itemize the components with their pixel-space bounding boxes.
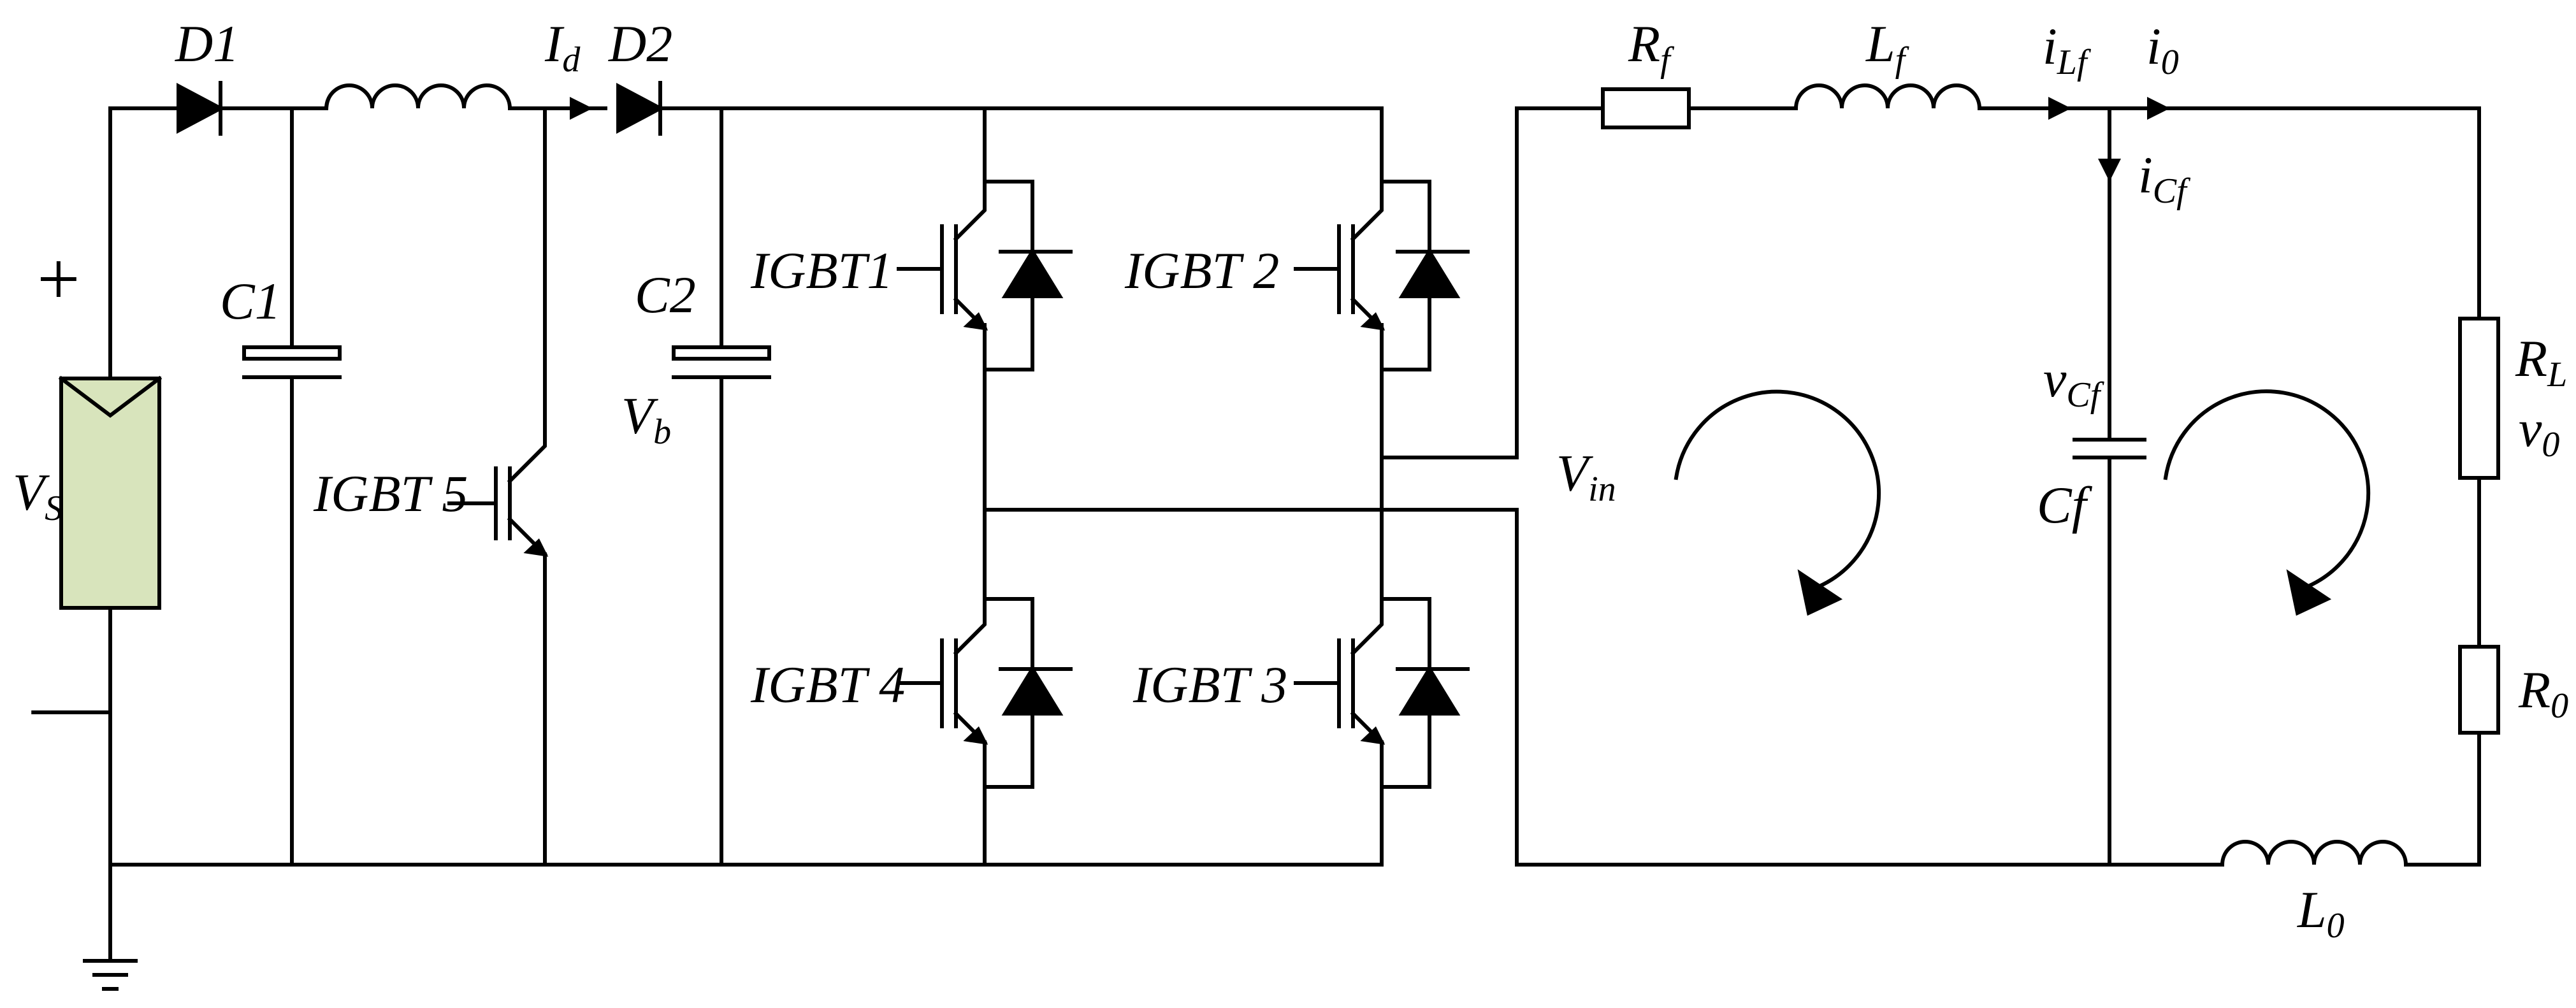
vin-label: Vin — [1556, 444, 1616, 509]
igbt4 — [897, 597, 1073, 789]
vcf-label: vCf — [2043, 350, 2105, 415]
c2-label: C2 — [635, 266, 696, 324]
lf-label: Lf — [1865, 15, 1910, 80]
igbt3 — [1294, 597, 1470, 789]
igbt1-label: IGBT1 — [750, 241, 893, 299]
v0-label: v0 — [2519, 400, 2559, 464]
capacitor-c2 — [672, 106, 771, 867]
plus-sign: + — [37, 236, 80, 321]
d1-label: D1 — [175, 15, 239, 73]
rf-label: Rf — [1628, 15, 1675, 80]
capacitor-cf — [2073, 438, 2146, 459]
igbt2-label: IGBT 2 — [1124, 241, 1279, 299]
boost-inductor — [324, 83, 607, 111]
d2-label: D2 — [608, 15, 672, 73]
ground-symbol — [83, 858, 138, 991]
diode-d2 — [616, 81, 665, 136]
resistor-rl — [2458, 317, 2500, 480]
r0-label: R0 — [2518, 661, 2568, 726]
inductor-l0 — [2220, 840, 2408, 867]
loop-arrow-right — [2163, 389, 2371, 616]
capacitor-c1 — [242, 106, 342, 867]
loop-arrow-left — [1674, 389, 1881, 616]
vb-label: Vb — [621, 387, 671, 452]
bridge-output-top — [1380, 106, 1519, 459]
resistor-r0 — [2458, 645, 2500, 735]
icf-label: iCf — [2138, 146, 2191, 211]
resistor-rf — [1601, 87, 1691, 129]
vs-label: VS — [13, 463, 62, 528]
i0-label: i0 — [2146, 17, 2179, 82]
igbt1 — [897, 180, 1073, 371]
bridge-output-bottom — [983, 508, 1519, 867]
rl-label: RL — [2515, 329, 2567, 394]
id-label: Id — [544, 15, 581, 80]
igbt5 — [447, 106, 549, 867]
l0-label: L0 — [2297, 881, 2345, 946]
pv-panel — [58, 106, 163, 951]
igbt2 — [1294, 180, 1470, 371]
minus-sign: — — [31, 662, 109, 747]
igbt4-label: IGBT 4 — [750, 656, 905, 714]
inductor-lf — [1793, 83, 1982, 111]
c1-label: C1 — [220, 272, 281, 330]
igbt3-label: IGBT 3 — [1132, 656, 1287, 714]
igbt5-label: IGBT 5 — [313, 464, 468, 522]
ilf-label: iLf — [2043, 17, 2092, 82]
cf-label: Cf — [2037, 476, 2093, 534]
diode-d1 — [177, 81, 225, 136]
